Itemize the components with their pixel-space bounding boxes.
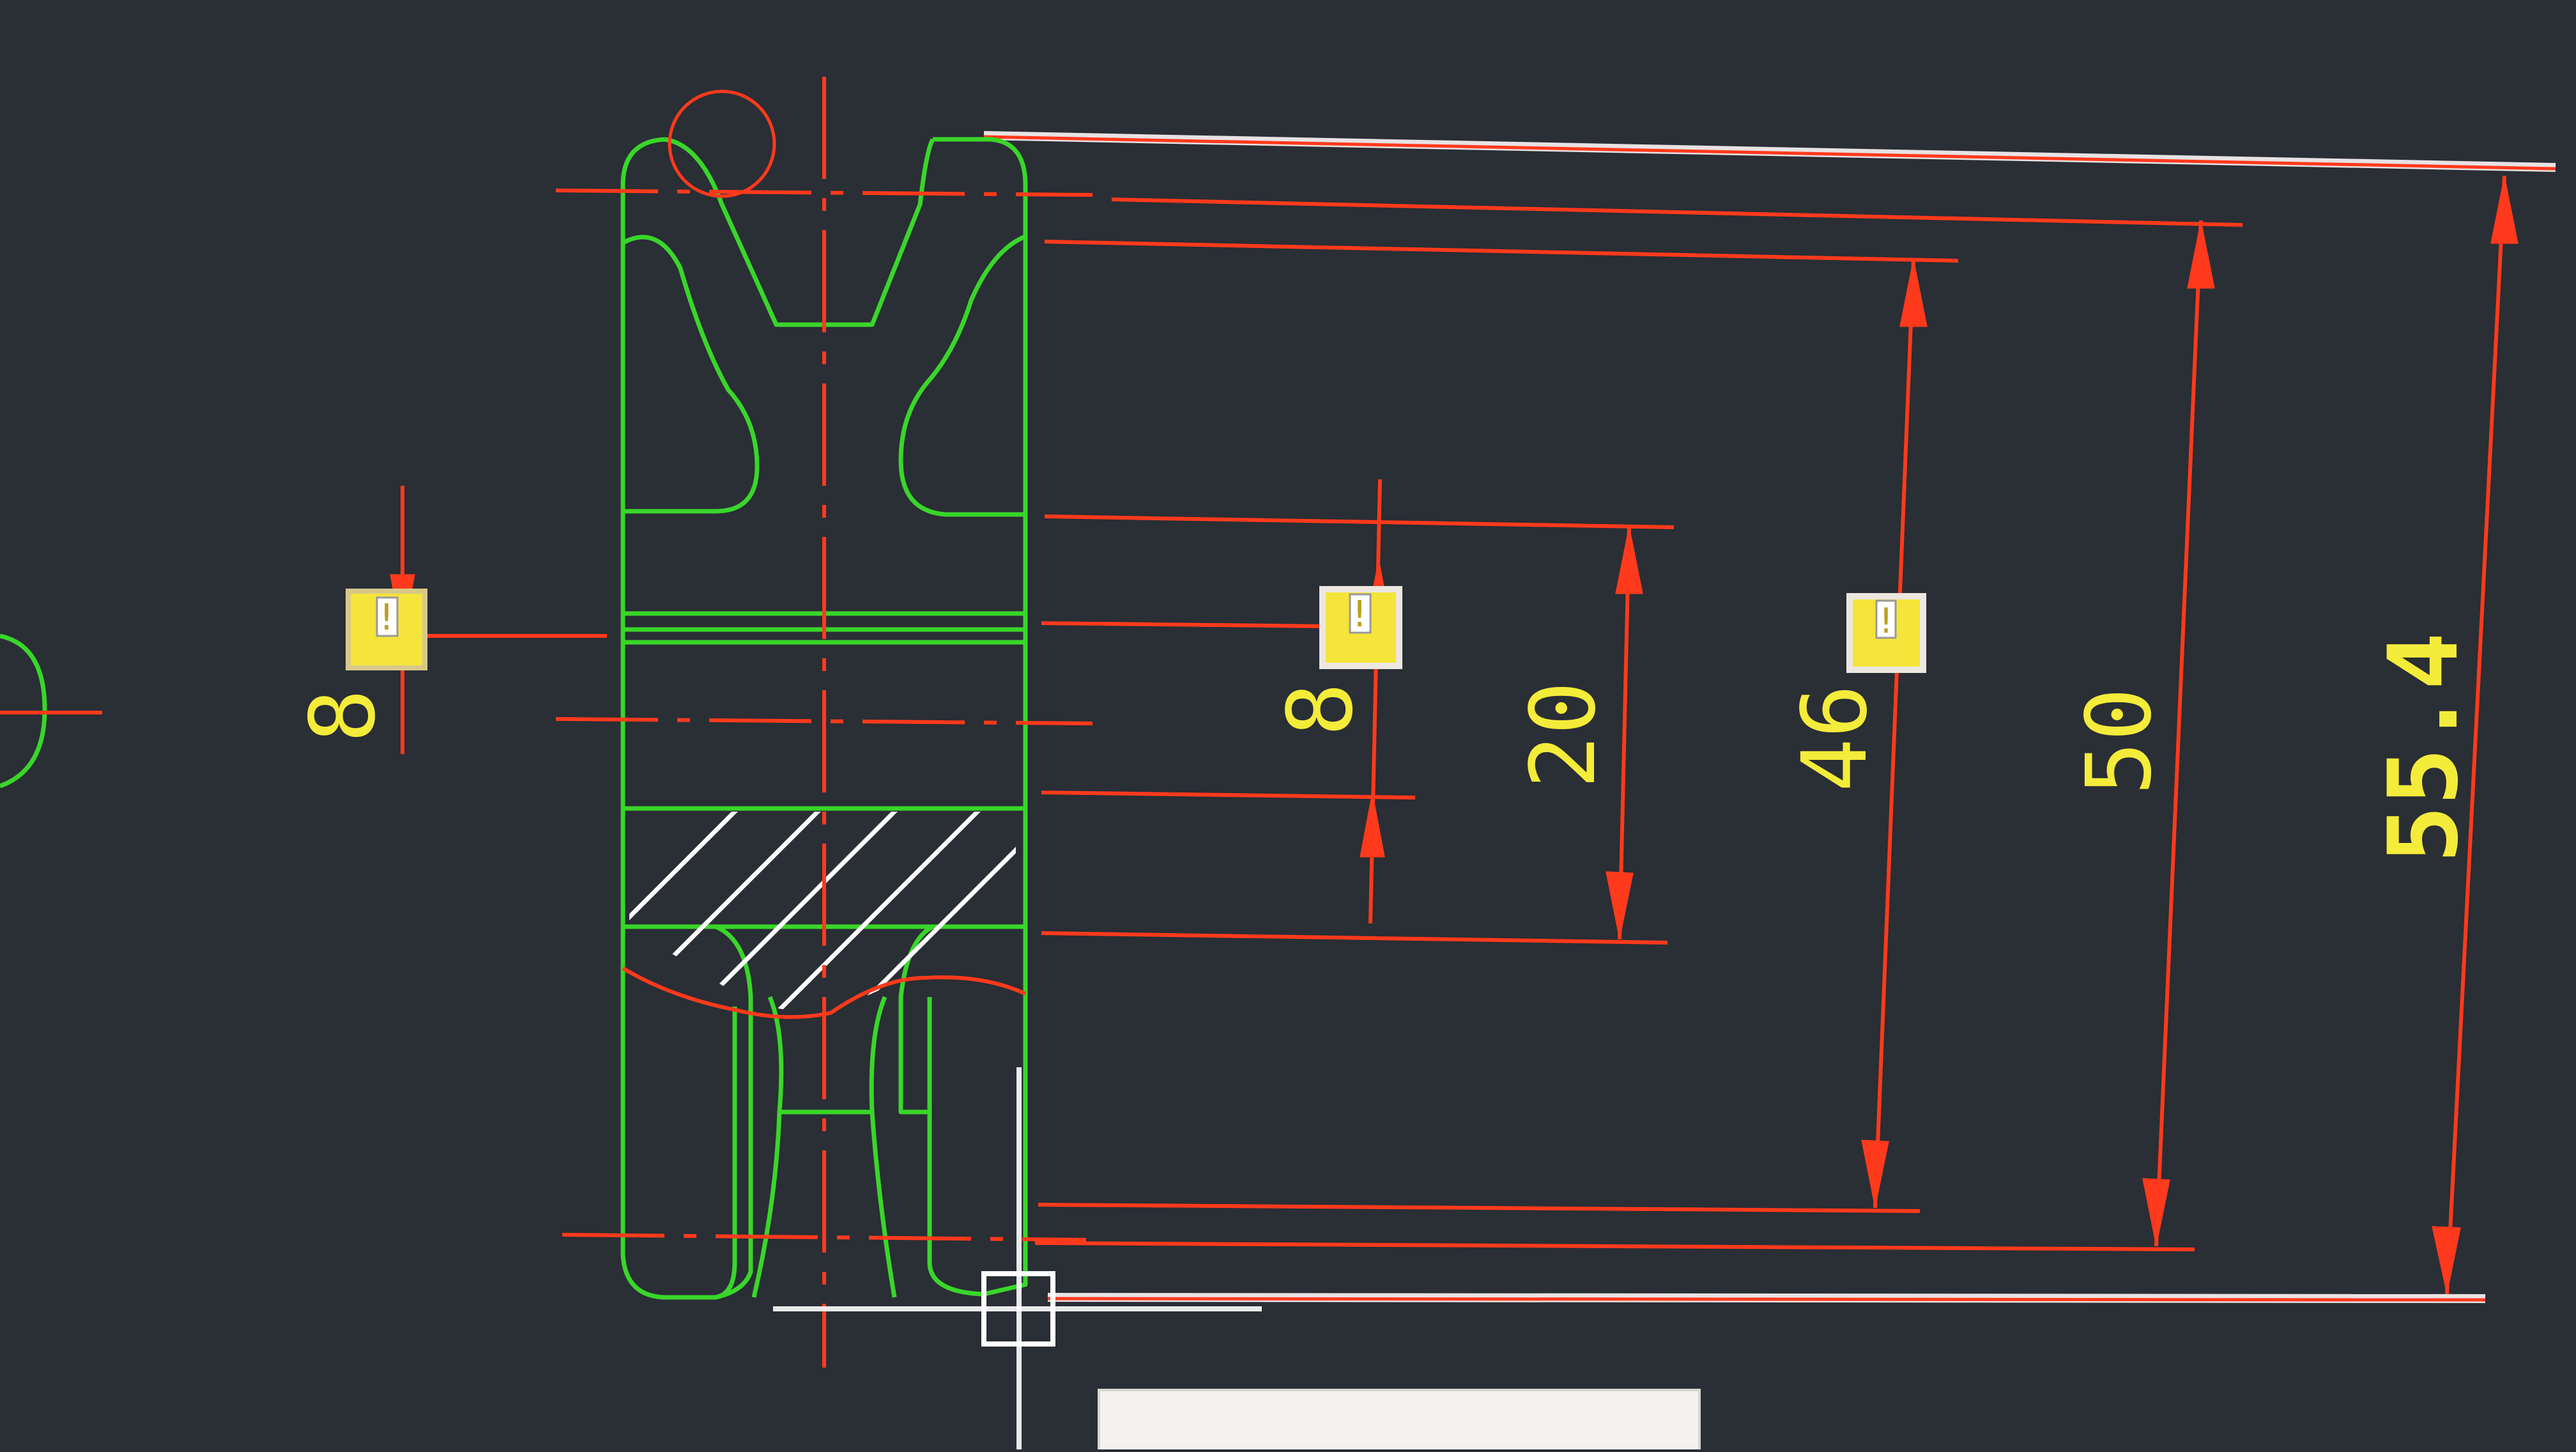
- svg-text:!: !: [1349, 594, 1370, 635]
- right-cavity[interactable]: [898, 234, 1027, 517]
- extension-line-50-bottom[interactable]: [1034, 1241, 2195, 1251]
- dim-text-20[interactable]: 20: [1512, 681, 1616, 789]
- break-line[interactable]: [622, 966, 1027, 1019]
- dimension-labels[interactable]: 8 8 20 46 50 55.4: [291, 632, 2480, 863]
- tooltip-box: [1098, 1389, 1701, 1452]
- section-hatch: [629, 812, 1016, 1016]
- cursor-pickbox: [981, 1271, 1055, 1347]
- selected-extension-lines[interactable]: [983, 131, 2556, 1303]
- detail-circle-top[interactable]: [668, 89, 776, 198]
- warning-icon: [1875, 599, 1897, 639]
- dim-text-inner-8[interactable]: 8: [1269, 683, 1373, 736]
- lower-left-cavity[interactable]: [714, 924, 753, 1300]
- extension-line-20-top[interactable]: [1044, 514, 1675, 529]
- warning-icon: [1349, 593, 1372, 634]
- extension-line-46-top[interactable]: [1044, 240, 1959, 263]
- axis-centerline[interactable]: [555, 717, 1093, 725]
- centerlines[interactable]: [0, 77, 1093, 1368]
- top-groove-centerline[interactable]: [555, 189, 1093, 197]
- dim-line-55-4[interactable]: [2445, 175, 2506, 1295]
- dim-text-55-4[interactable]: 55.4: [2368, 632, 2480, 863]
- dim-line-46[interactable]: [1873, 258, 1915, 1209]
- bottom-v-groove[interactable]: [767, 996, 887, 1115]
- warning-badge-left[interactable]: !: [346, 589, 427, 670]
- warning-icon: [376, 596, 399, 637]
- extension-line-50-top[interactable]: [1111, 197, 2243, 227]
- dim-text-46[interactable]: 46: [1783, 684, 1887, 792]
- svg-text:!: !: [1876, 601, 1897, 641]
- dim-text-left-8[interactable]: 8: [291, 689, 395, 743]
- extension-line-20-bottom[interactable]: [1041, 931, 1668, 945]
- warning-badge-right[interactable]: !: [1846, 593, 1926, 673]
- dimension-lines[interactable]: [401, 175, 2506, 1295]
- crosshair-cursor-icon: [773, 1067, 1262, 1449]
- dimension-arrowheads: [390, 178, 2518, 1292]
- left-cavity[interactable]: [622, 235, 760, 514]
- extension-line-8-bottom[interactable]: [1041, 791, 1416, 799]
- dim-line-20[interactable]: [1618, 525, 1631, 940]
- bottom-groove-centerline[interactable]: [562, 1233, 1087, 1242]
- pulley-outer-outline[interactable]: [620, 137, 1028, 1300]
- extension-line-8-top[interactable]: [1041, 621, 1330, 628]
- warning-badge-center[interactable]: !: [1319, 586, 1402, 669]
- dim-line-50[interactable]: [2154, 220, 2203, 1247]
- dim-text-50[interactable]: 50: [2067, 688, 2172, 796]
- extension-line-46-bottom[interactable]: [1038, 1203, 1920, 1213]
- top-v-groove[interactable]: [664, 137, 935, 327]
- adjacent-view-circle[interactable]: [0, 633, 47, 789]
- svg-text:!: !: [376, 597, 397, 638]
